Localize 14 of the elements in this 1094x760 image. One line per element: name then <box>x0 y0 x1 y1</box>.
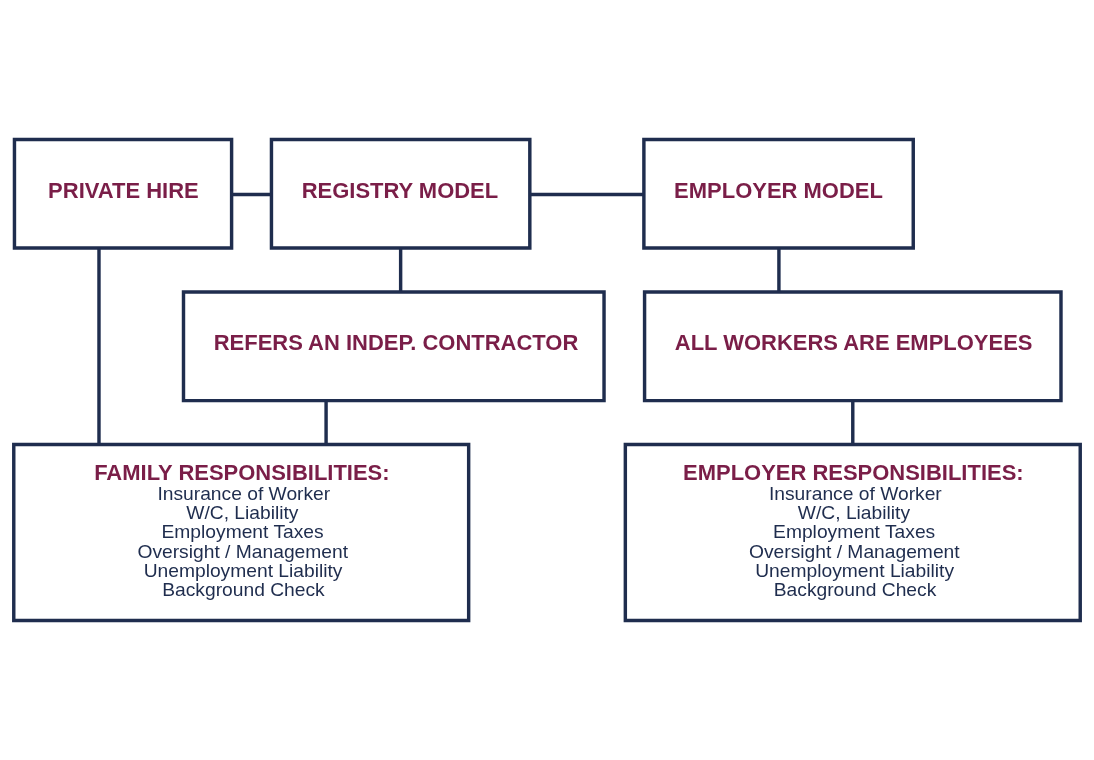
connector <box>851 400 855 445</box>
connector <box>530 192 644 197</box>
node-box: EMPLOYER RESPONSIBILITIES: Insurance of Worker W/C, Liability Employment Taxes Oversight / Management Unemployment Liability Background Check <box>623 442 1082 623</box>
node-box: ALL WORKERS ARE EMPLOYEES <box>642 290 1063 403</box>
connector <box>231 192 272 197</box>
connector <box>324 400 328 445</box>
node-box: REFERS AN INDEP. CONTRACTOR <box>181 290 606 403</box>
node-box: PRIVATE HIRE <box>12 137 234 250</box>
connector <box>97 248 101 445</box>
node-box: FAMILY RESPONSIBILITIES: Insurance of Worker W/C, Liability Employment Taxes Oversight / Management Unemployment Liability Background Check <box>12 442 471 623</box>
node-box: REGISTRY MODEL <box>269 137 532 250</box>
connector <box>777 248 781 292</box>
node-box: EMPLOYER MODEL <box>642 137 915 250</box>
connector <box>398 248 403 292</box>
